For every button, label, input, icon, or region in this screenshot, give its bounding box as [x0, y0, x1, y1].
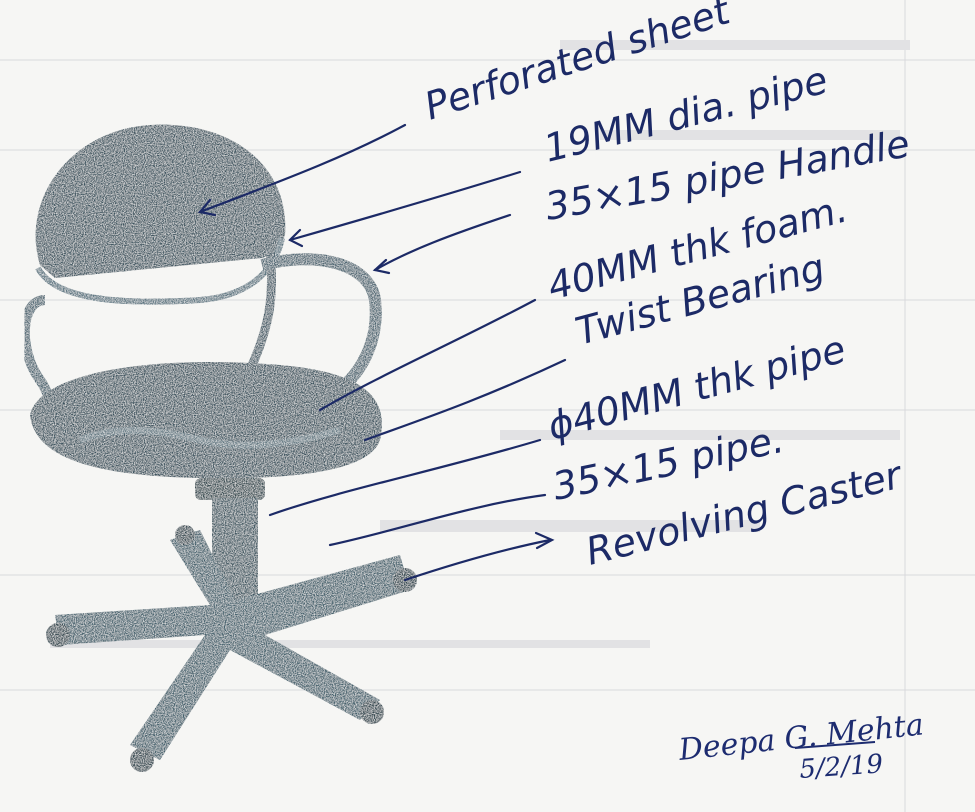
caster-wheel	[46, 623, 70, 647]
arrowhead-perforated-sheet	[197, 198, 217, 217]
leader-line-perforated-sheet	[198, 123, 407, 214]
signature-underline	[794, 741, 876, 749]
caster-wheel	[175, 525, 195, 545]
arrowhead-pipe-19mm	[288, 228, 304, 248]
twist-bearing	[195, 478, 265, 500]
backrest-perforated-sheet	[35, 124, 286, 278]
arrowhead-pipe-handle	[372, 258, 391, 275]
leader-line-pipe-35x15	[328, 493, 547, 547]
caster-wheel	[360, 700, 384, 724]
signature-date: 5/2/19	[798, 749, 884, 785]
callout-labels: Perforated sheet 19MM dia. pipe 35×15 pi…	[419, 0, 913, 574]
five-star-base	[55, 530, 410, 760]
leader-line-pipe-40mm	[268, 438, 542, 517]
seat-foam	[30, 362, 382, 479]
leader-line-revolving-caster	[403, 538, 552, 582]
leader-line-pipe-19mm	[288, 170, 522, 242]
caster-wheel	[130, 748, 154, 772]
leader-line-twist-bearing	[363, 358, 567, 442]
leader-arrowheads	[197, 198, 555, 550]
leader-line-pipe-handle	[373, 213, 512, 272]
leader-lines	[198, 123, 567, 582]
arrowhead-revolving-caster	[534, 531, 555, 550]
seat-cushion-roll	[78, 426, 342, 449]
office-chair-illustration	[19, 124, 417, 772]
signature-block: Deepa G. Mehta 5/2/19	[676, 707, 925, 785]
right-armrest-handle	[260, 253, 382, 401]
leader-line-foam	[318, 298, 537, 412]
